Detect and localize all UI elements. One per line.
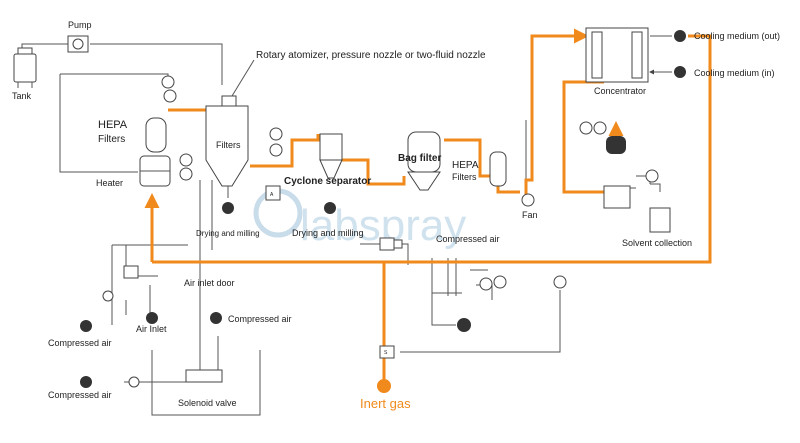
hepa-right-label-1: HEPA — [452, 160, 479, 171]
air-inlet-door-label: Air inlet door — [184, 278, 235, 288]
up-arrow-circle-icon — [210, 312, 222, 324]
right-arrow-circle-icon — [674, 30, 686, 42]
cooling-out-label: Cooling medium (out) — [694, 31, 780, 41]
cooling-in-label: Cooling medium (in) — [694, 68, 775, 78]
right-arrow-circle-icon — [80, 320, 92, 332]
up-arrow-circle-icon — [377, 379, 391, 393]
pump-label: Pump — [68, 20, 92, 30]
cyclone-separator: Cyclone separator — [284, 133, 371, 187]
compressed-air-mid: Compressed air — [436, 234, 500, 244]
bag-filter: Bag filter — [398, 131, 441, 191]
solvent-recovery: Solvent collection — [603, 136, 692, 248]
drying-milling: Drying and milling Drying and milling — [196, 202, 364, 238]
left-air-system: Compressed air Compressed air Air Inlet … — [48, 265, 292, 408]
tank-label: Tank — [12, 91, 32, 101]
hepa-filter-left: HEPA Filters Heater — [96, 117, 171, 188]
spray-dryer: Filters Rotary atomizer, pressure nozzle… — [205, 50, 486, 198]
atomizer-note: Rotary atomizer, pressure nozzle or two-… — [256, 50, 486, 61]
tank: Tank — [12, 47, 37, 101]
concentrator-label: Concentrator — [594, 86, 646, 96]
inert-gas-source: Inert gas — [360, 379, 411, 411]
grey-piping — [21, 35, 672, 416]
heater-label: Heater — [96, 178, 123, 188]
inert-gas-label: Inert gas — [360, 396, 411, 411]
air-inlet-label: Air Inlet — [136, 324, 167, 334]
cyclone-label: Cyclone separator — [284, 176, 371, 187]
fan-label: Fan — [522, 210, 538, 220]
right-arrow-circle-icon — [457, 318, 471, 332]
down-arrow-circle-icon — [324, 202, 336, 214]
compressed-air-left-1: Compressed air — [48, 338, 112, 348]
hepa-left-label-1: HEPA — [98, 119, 128, 131]
filters-main-label: Filters — [216, 140, 241, 150]
hepa-filter-right: HEPA Filters — [452, 151, 507, 187]
hepa-right-label-2: Filters — [452, 172, 477, 182]
gauges — [102, 75, 659, 388]
watermark: labspray — [253, 188, 466, 250]
drying-milling-label-2: Drying and milling — [292, 228, 364, 238]
mid-air-system: A S Compressed air — [265, 185, 500, 359]
fan: Fan — [521, 193, 538, 220]
bag-filter-label: Bag filter — [398, 153, 441, 164]
up-arrow-circle-icon — [146, 312, 158, 324]
solvent-collection-label: Solvent collection — [622, 238, 692, 248]
valve-a-label: A — [270, 192, 274, 198]
drying-milling-label-1: Drying and milling — [196, 229, 260, 238]
right-arrow-circle-icon — [80, 376, 92, 388]
inert-gas-path — [144, 28, 712, 385]
valve-s-label: S — [384, 350, 388, 356]
pump: Pump — [67, 20, 92, 53]
compressed-air-center: Compressed air — [228, 314, 292, 324]
down-arrow-circle-icon — [222, 202, 234, 214]
concentrator: Concentrator Cooling medium (out) Coolin… — [585, 27, 780, 96]
hepa-left-label-2: Filters — [98, 134, 125, 145]
left-arrow-circle-icon — [674, 66, 686, 78]
solenoid-valve-label: Solenoid valve — [178, 398, 237, 408]
compressed-air-left-2: Compressed air — [48, 390, 112, 400]
